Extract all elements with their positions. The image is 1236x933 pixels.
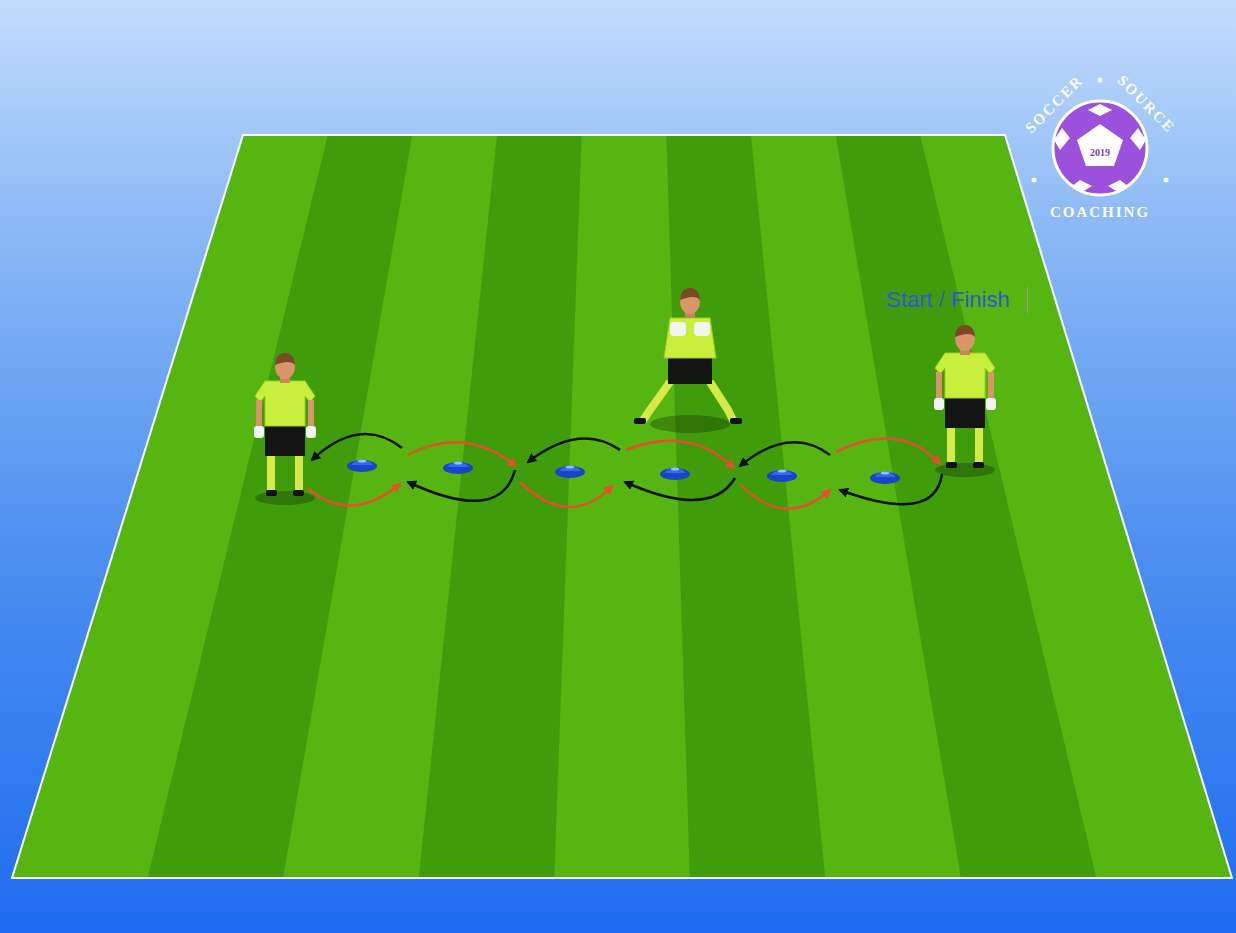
goalkeeper-ready [634, 288, 742, 433]
goalkeeper [254, 353, 316, 505]
logo-word: COACHING [1050, 204, 1150, 221]
logo-year: 2019 [1090, 147, 1110, 158]
pitch-stripes [148, 135, 1097, 878]
pitch [12, 135, 1232, 878]
goalkeeper [934, 325, 996, 477]
text-cursor [1027, 286, 1028, 314]
red-weave-arrows [308, 439, 940, 509]
start-finish-label: Start / Finish [886, 288, 1009, 312]
cone-row [347, 460, 900, 485]
pitch-line [12, 135, 1232, 878]
black-weave-arrows [312, 434, 942, 504]
